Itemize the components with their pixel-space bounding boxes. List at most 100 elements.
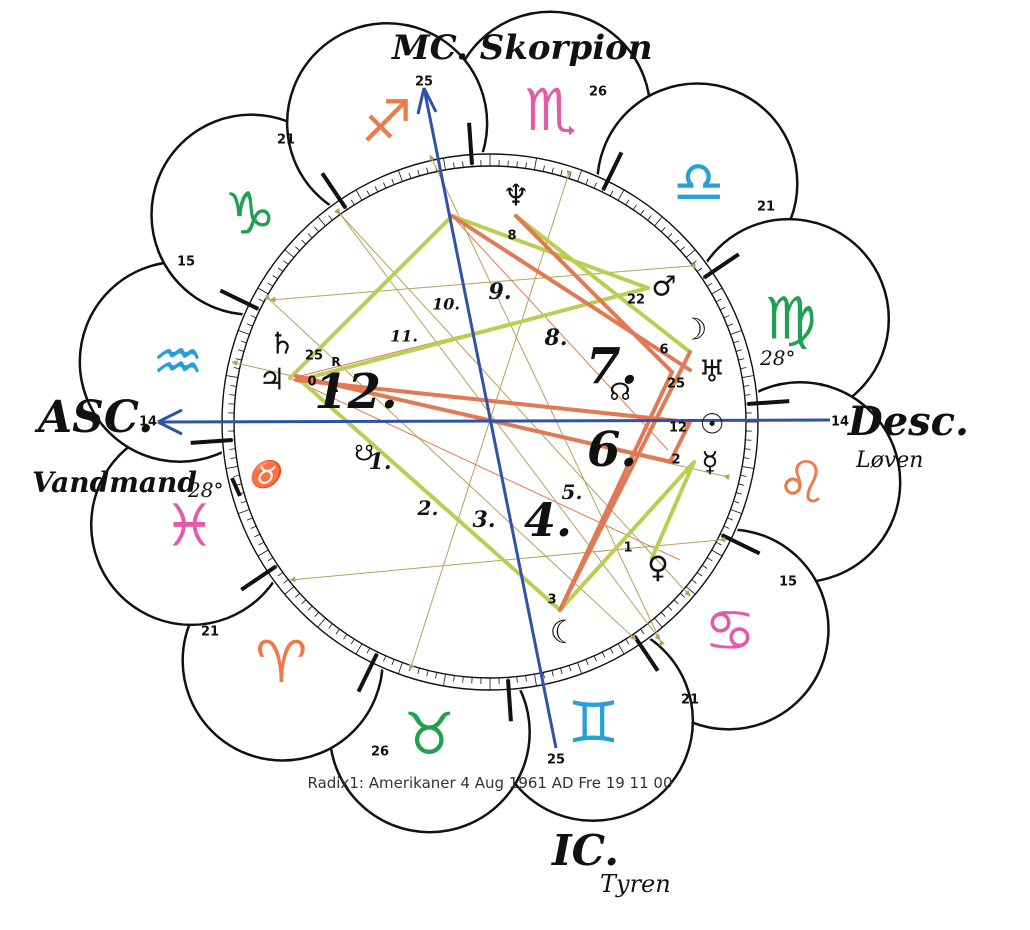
cancer-sign: ♋ [704, 597, 756, 665]
moon-glyph-upper: ☽ [681, 313, 708, 348]
degree-tick [730, 509, 742, 515]
degree-tick [317, 216, 326, 227]
virgo-sign: ♍ [765, 284, 817, 352]
house-number-1: 1. [369, 449, 392, 475]
cusp-degree-label: 21 [757, 200, 775, 215]
degree-tick [735, 349, 742, 352]
asc-desc-axis [157, 418, 831, 424]
capricorn-sign: ♑ [224, 179, 276, 247]
degree-tick [601, 651, 606, 658]
degree-tick [706, 282, 713, 287]
major-square-aspect-line [294, 378, 690, 424]
mc-arrowhead [416, 87, 438, 115]
mars-glyph: ♂ [651, 270, 676, 303]
ic-label: IC. [552, 826, 619, 875]
degree-tick [542, 672, 545, 679]
degree-tick [733, 340, 740, 344]
degree-tick [254, 533, 261, 538]
major-square-aspect-line [294, 374, 674, 464]
major-trine-aspect-line [650, 460, 696, 560]
degree-tick [551, 670, 554, 677]
degree-tick [240, 340, 247, 344]
degree-tick [397, 662, 403, 674]
degree-tick [397, 170, 403, 182]
degree-tick [246, 323, 253, 327]
pisces-sign: ♓ [163, 492, 215, 560]
house-number-10: 10. [432, 295, 460, 314]
degree-tick [453, 675, 455, 682]
degree-tick [719, 533, 726, 538]
degree-tick [730, 329, 742, 335]
degree-tick [525, 675, 527, 682]
jupiter-retrograde: R [329, 381, 338, 395]
degree-tick [593, 655, 597, 662]
sign-divider [219, 288, 259, 311]
moon-glyph: ☾ [550, 613, 579, 651]
saturn-retrograde: R [331, 355, 340, 369]
degree-tick [744, 448, 751, 450]
aquarius-sign: ♒ [152, 327, 204, 395]
degree-tick [391, 659, 395, 666]
asc-sign-label: Vandmand [32, 466, 197, 499]
aries-sign: ♈ [255, 628, 307, 696]
degree-tick [738, 358, 745, 361]
degree-tick [383, 182, 387, 189]
degree-tick [240, 500, 247, 504]
cusp-degree-label: 14 [139, 415, 157, 430]
degree-tick [355, 643, 363, 655]
asc-label: ASC. [38, 392, 154, 443]
cusp-degree-label: 25 [415, 75, 433, 90]
thin-red-aspect-line [451, 215, 669, 451]
saturn-glyph: ♄ [269, 327, 296, 362]
asc-degree-mark [230, 477, 242, 497]
house-number-4: 4. [524, 493, 572, 547]
libra-sign: ♎ [673, 148, 725, 216]
sign-divider [320, 172, 348, 210]
degree-tick [744, 394, 751, 396]
degree-tick [740, 474, 747, 477]
asc-arrowhead [157, 408, 183, 436]
major-trine-aspect-line [288, 214, 454, 380]
sign-divider [190, 438, 233, 445]
south-node-glyph: ☋ [354, 442, 374, 467]
mc-ic-axis [422, 87, 558, 749]
degree-tick [743, 457, 750, 459]
neptune-glyph: ♆ [503, 179, 530, 214]
degree-tick [719, 306, 726, 311]
degree-tick [238, 509, 250, 515]
degree-tick [609, 647, 614, 654]
degree-tick [673, 599, 679, 605]
cusp-degree-label: 15 [177, 255, 195, 270]
degree-tick [462, 676, 464, 683]
leo-sign: ♌ [776, 449, 828, 517]
degree-tick [258, 298, 265, 303]
degree-tick [727, 517, 734, 521]
neptune-degree: 8 [507, 229, 516, 244]
degree-tick [743, 385, 750, 387]
ic-sign-label: Tyren [600, 870, 671, 898]
desc-sign-label: Løven [856, 448, 924, 473]
saturn-degree: 25 [305, 349, 323, 364]
degree-tick [328, 215, 333, 221]
cusp-degree-label: 21 [201, 625, 219, 640]
major-trine-aspect-line [514, 214, 692, 354]
desc-degree-label: 28° [760, 346, 796, 370]
cusp-degree-label: 15 [779, 575, 797, 590]
degree-tick [246, 517, 253, 521]
degree-tick [366, 190, 371, 197]
degree-tick [383, 655, 387, 662]
degree-tick [307, 233, 313, 239]
cusp-degree-label: 25 [547, 753, 565, 768]
degree-tick [696, 267, 703, 272]
degree-tick [355, 189, 363, 201]
degree-tick [516, 676, 518, 683]
sun-glyph: ☉ [699, 408, 724, 441]
sign-divider [356, 653, 379, 693]
degree-tick [742, 375, 754, 378]
sagittarius-sign: ♐ [360, 87, 412, 155]
degree-tick [250, 315, 257, 319]
degree-tick [374, 651, 379, 658]
major-square-aspect-line [558, 350, 692, 612]
gemini-sign: ♊ [568, 689, 620, 757]
